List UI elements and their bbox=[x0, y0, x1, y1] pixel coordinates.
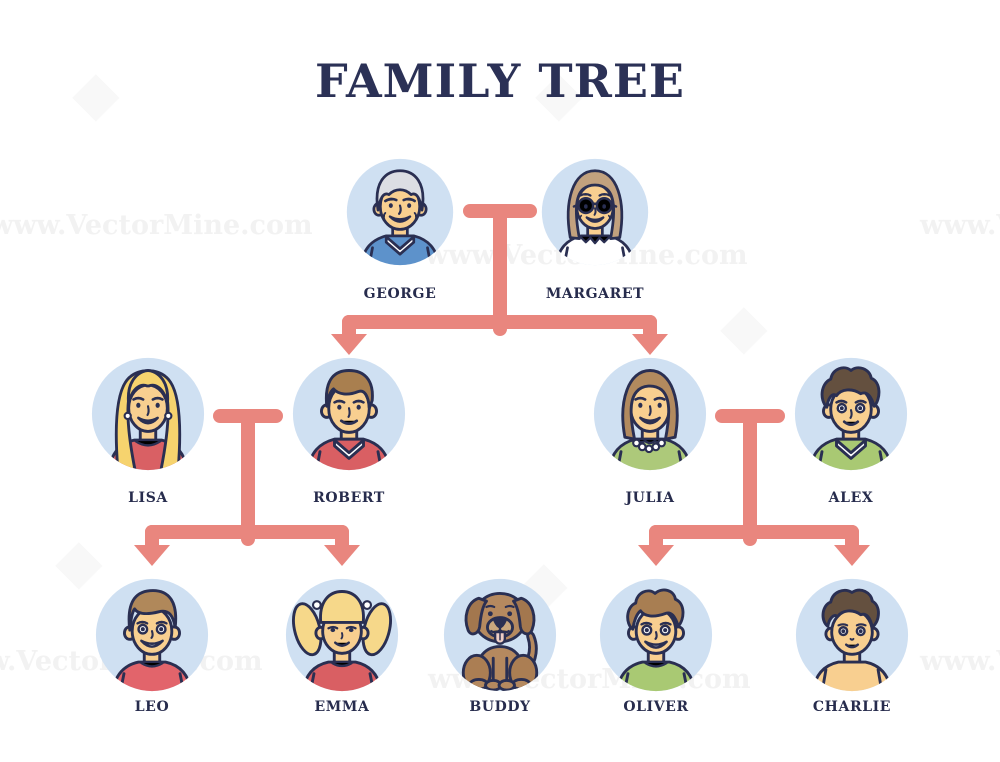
julia-avatar bbox=[593, 357, 707, 471]
watermark-text: www.VectorMine.com bbox=[920, 210, 1000, 241]
watermark-text: www.VectorMine.com bbox=[0, 210, 313, 241]
family-node-george: GEORGE bbox=[345, 157, 455, 302]
arrow-down-icon bbox=[632, 334, 668, 355]
page-title: FAMILY TREE bbox=[315, 54, 685, 108]
person-label: CHARLIE bbox=[812, 699, 892, 715]
arrow-down-icon bbox=[331, 334, 367, 355]
person-label: ROBERT bbox=[313, 490, 385, 506]
family-node-oliver: OLIVER bbox=[598, 577, 714, 715]
family-node-lisa: LISA bbox=[90, 356, 206, 506]
arrow-down-icon bbox=[834, 545, 870, 566]
arrow-down-icon bbox=[324, 545, 360, 566]
person-label: BUDDY bbox=[469, 699, 531, 715]
family-node-alex: ALEX bbox=[793, 356, 909, 506]
arrow-down-icon bbox=[134, 545, 170, 566]
family-node-charlie: CHARLIE bbox=[794, 577, 910, 715]
children-branch-george-margaret bbox=[342, 315, 657, 346]
person-label: MARGARET bbox=[545, 286, 645, 302]
leo-avatar bbox=[95, 578, 209, 692]
alex-avatar bbox=[794, 357, 908, 471]
buddy-dog-avatar bbox=[443, 578, 557, 692]
lisa-avatar bbox=[91, 357, 205, 471]
family-node-emma: EMMA bbox=[284, 577, 400, 715]
children-branch-julia-alex bbox=[649, 525, 859, 554]
arrow-down-icon bbox=[638, 545, 674, 566]
person-label: ALEX bbox=[828, 490, 874, 506]
family-node-leo: LEO bbox=[94, 577, 210, 715]
person-label: JULIA bbox=[625, 490, 675, 506]
person-label: OLIVER bbox=[623, 699, 689, 715]
marriage-connector-julia-alex bbox=[715, 409, 785, 546]
robert-avatar bbox=[292, 357, 406, 471]
watermark-logo-icon: ◆ bbox=[720, 295, 768, 357]
george-avatar bbox=[346, 158, 454, 266]
person-label: LISA bbox=[128, 490, 168, 506]
marriage-connector-lisa-robert bbox=[213, 409, 283, 546]
watermark-text: www.VectorMine.com bbox=[920, 646, 1000, 677]
person-label: EMMA bbox=[314, 699, 370, 715]
person-label: GEORGE bbox=[363, 286, 437, 302]
margaret-avatar bbox=[541, 158, 649, 266]
family-node-robert: ROBERT bbox=[291, 356, 407, 506]
person-label: LEO bbox=[134, 699, 170, 715]
oliver-avatar bbox=[599, 578, 713, 692]
family-node-buddy: BUDDY bbox=[442, 577, 558, 715]
emma-avatar bbox=[285, 578, 399, 692]
children-branch-lisa-robert bbox=[145, 525, 349, 554]
charlie-avatar bbox=[795, 578, 909, 692]
family-node-margaret: MARGARET bbox=[540, 157, 650, 302]
family-node-julia: JULIA bbox=[592, 356, 708, 506]
